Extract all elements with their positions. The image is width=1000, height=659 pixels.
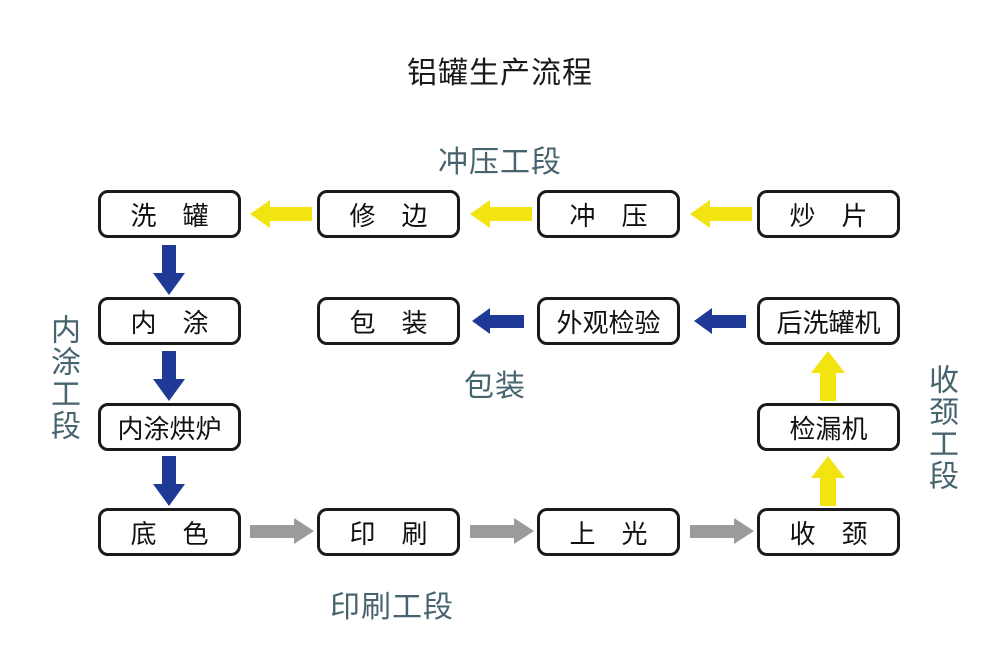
box-post-wash-machine: 后洗罐机 bbox=[757, 297, 900, 345]
box-stamping: 冲 压 bbox=[537, 190, 680, 238]
arrow-shaft bbox=[470, 524, 514, 538]
arrow-inner-coating-to-oven-icon bbox=[153, 351, 185, 401]
arrow-head bbox=[811, 456, 845, 478]
arrow-shaft bbox=[820, 478, 836, 506]
arrow-printing-to-varnish-icon bbox=[470, 518, 534, 544]
box-varnish: 上 光 bbox=[537, 508, 680, 556]
box-fry-sheet: 炒 片 bbox=[757, 190, 900, 238]
arrow-stamping-to-trim-edge-icon bbox=[470, 200, 532, 228]
arrow-trim-edge-to-wash-can-icon bbox=[250, 200, 312, 228]
arrow-head bbox=[153, 379, 185, 401]
section-label-stamping: 冲压工段 bbox=[438, 145, 562, 180]
box-printing: 印 刷 bbox=[317, 508, 460, 556]
arrow-shaft bbox=[490, 314, 524, 328]
box-leak-detector: 检漏机 bbox=[757, 403, 900, 451]
box-packing: 包 装 bbox=[317, 297, 460, 345]
section-label-printing: 印刷工段 bbox=[330, 590, 454, 625]
arrow-head bbox=[811, 351, 845, 373]
arrow-shaft bbox=[712, 314, 746, 328]
section-label-necking: 收颈工段 bbox=[923, 364, 958, 492]
arrow-shaft bbox=[820, 373, 836, 401]
arrow-shaft bbox=[250, 524, 294, 538]
box-wash-can: 洗 罐 bbox=[98, 190, 241, 238]
arrow-head bbox=[694, 308, 712, 334]
box-inner-coating-oven: 内涂烘炉 bbox=[98, 403, 241, 451]
arrow-head bbox=[690, 200, 710, 228]
section-label-packing: 包装 bbox=[464, 369, 526, 404]
arrow-oven-to-base-color-icon bbox=[153, 456, 185, 506]
arrow-shaft bbox=[162, 245, 176, 273]
box-visual-inspection: 外观检验 bbox=[537, 297, 680, 345]
box-necking: 收 颈 bbox=[757, 508, 900, 556]
arrow-head bbox=[734, 518, 754, 544]
arrow-shaft bbox=[710, 207, 752, 221]
arrow-head bbox=[153, 484, 185, 506]
section-label-inner-coating: 内涂工段 bbox=[45, 314, 80, 442]
arrow-leak-detector-to-post-wash-icon bbox=[811, 351, 845, 401]
box-base-color: 底 色 bbox=[98, 508, 241, 556]
arrow-necking-to-leak-detector-icon bbox=[811, 456, 845, 506]
arrow-wash-can-to-inner-coating-icon bbox=[153, 245, 185, 295]
arrow-shaft bbox=[162, 456, 176, 484]
arrow-head bbox=[514, 518, 534, 544]
box-inner-coating: 内 涂 bbox=[98, 297, 241, 345]
arrow-shaft bbox=[690, 524, 734, 538]
arrow-head bbox=[153, 273, 185, 295]
arrow-visual-inspection-to-packing-icon bbox=[472, 308, 524, 334]
box-trim-edge: 修 边 bbox=[317, 190, 460, 238]
arrow-post-wash-to-visual-inspection-icon bbox=[694, 308, 746, 334]
arrow-head bbox=[470, 200, 490, 228]
arrow-head bbox=[472, 308, 490, 334]
arrow-head bbox=[294, 518, 314, 544]
page-title: 铝罐生产流程 bbox=[407, 56, 593, 91]
arrow-shaft bbox=[270, 207, 312, 221]
arrow-varnish-to-necking-icon bbox=[690, 518, 754, 544]
arrow-shaft bbox=[162, 351, 176, 379]
arrow-base-color-to-printing-icon bbox=[250, 518, 314, 544]
arrow-head bbox=[250, 200, 270, 228]
arrow-shaft bbox=[490, 207, 532, 221]
arrow-fry-sheet-to-stamping-icon bbox=[690, 200, 752, 228]
